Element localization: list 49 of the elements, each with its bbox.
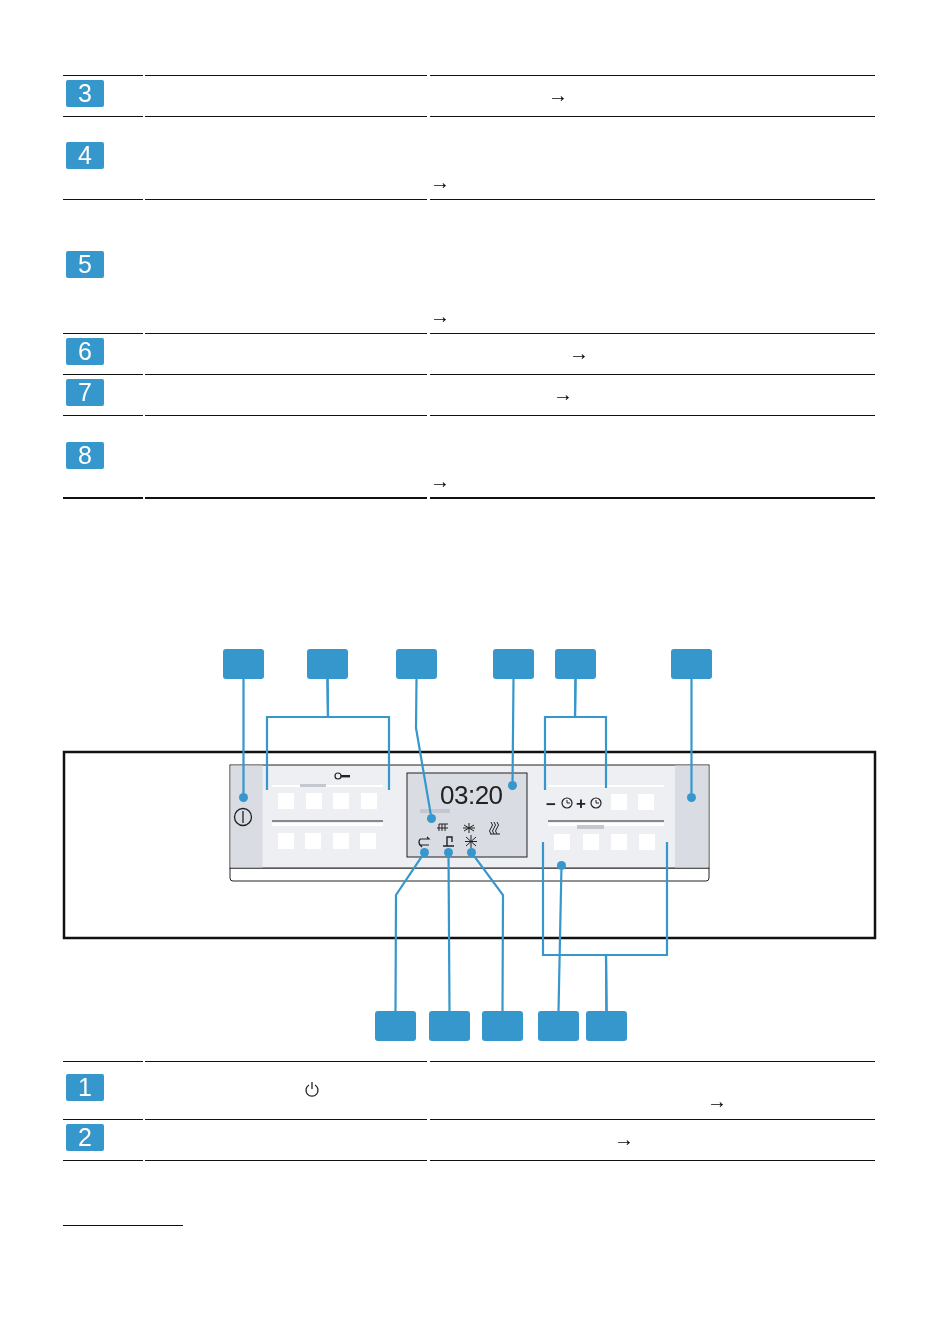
leader-line [326,679,391,790]
leader-dot [557,861,566,870]
leader-line [414,679,432,815]
leader-line [473,855,505,1011]
arrow-glyph: → [614,1129,634,1149]
callout-box [396,649,437,679]
leader-line [604,842,669,1011]
sign-symbol: + [576,795,586,812]
callout-box [555,649,596,679]
arrow-glyph: → [430,471,450,491]
time-display: 03:20 [440,782,503,808]
arrow-glyph: → [553,384,573,404]
number-badge: 7 [66,379,104,406]
callout-box [482,1011,523,1041]
sign-symbol: − [546,796,556,813]
leader-dot [427,814,436,823]
arrow-glyph: → [569,343,589,363]
leader-dot [687,793,696,802]
callout-box [429,1011,470,1041]
leader-dot [239,793,248,802]
leader-line [557,869,563,1012]
leader-line [447,857,451,1011]
number-badge: 5 [66,251,104,278]
callout-box [538,1011,579,1041]
leader-line [394,855,423,1011]
leader-dot [467,848,476,857]
number-badge: 3 [66,80,104,107]
callout-box [586,1011,627,1041]
number-badge: 4 [66,142,104,169]
callout-box [223,649,264,679]
callout-box [307,649,348,679]
callout-box [671,649,712,679]
number-badge: 1 [66,1074,104,1101]
callout-box [493,649,534,679]
leader-line [690,679,693,793]
arrow-glyph: → [548,85,568,105]
callout-box [375,1011,416,1041]
leader-line [511,679,515,781]
number-badge: 2 [66,1124,104,1151]
leader-line [573,679,608,788]
number-badge: 6 [66,338,104,365]
arrow-glyph: → [430,172,450,192]
arrow-glyph: → [430,306,450,326]
leader-dot [508,781,517,790]
leader-line [242,679,245,793]
leader-dot [420,848,429,857]
number-badge: 8 [66,442,104,469]
leader-dot [444,848,453,857]
arrow-glyph: → [707,1091,727,1111]
